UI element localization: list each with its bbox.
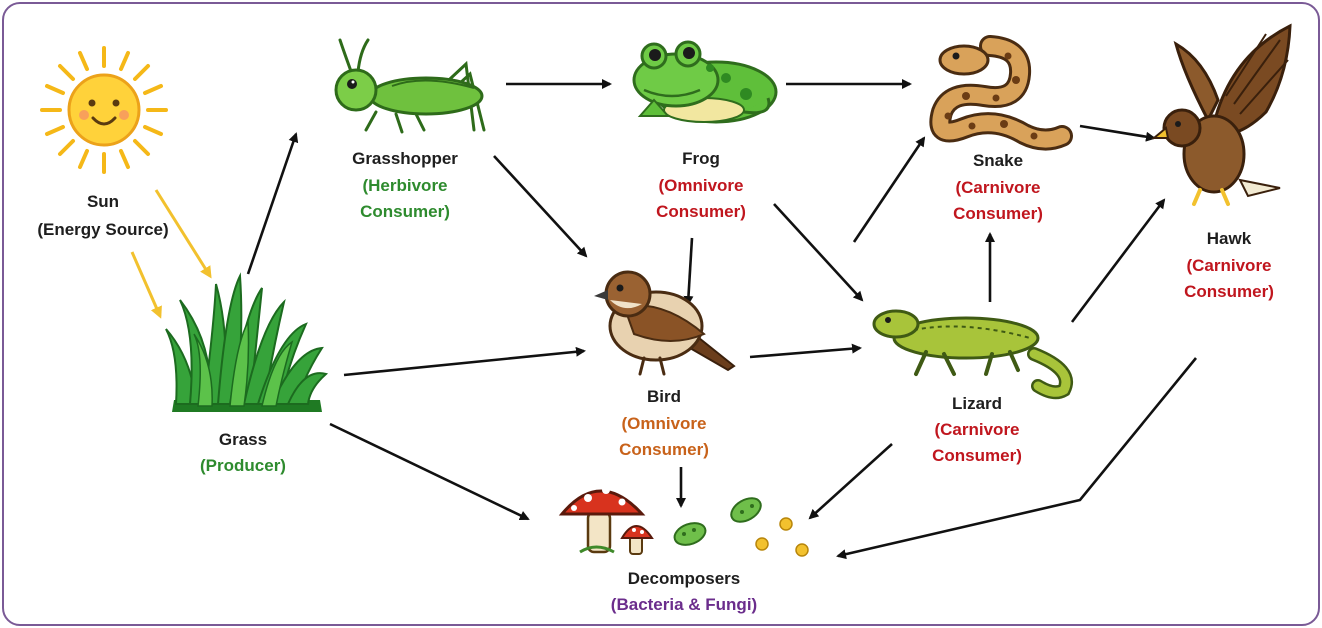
label-snake: Snake (Carnivore Consumer) [953,151,1043,223]
food-web-diagram: Sun (Energy Source) Grass (Producer) Gra… [4,4,1318,624]
label-sun: Sun (Energy Source) [37,192,168,239]
arrow-grass-to-bird [344,351,584,375]
arrow-grasshopper-to-bird [494,156,586,256]
bird-name: Bird [647,387,681,406]
label-decomposers: Decomposers (Bacteria & Fungi) [611,569,757,614]
sun-icon [42,48,166,172]
frog-icon [634,42,776,122]
arrow-bird-to-lizard [750,348,860,357]
frog-name: Frog [682,149,720,168]
snake-role-1: (Carnivore [955,178,1040,197]
arrow-lizard-to-hawk [1072,200,1164,322]
sun-name: Sun [87,192,119,211]
label-grass: Grass (Producer) [200,430,286,475]
decomposers-name: Decomposers [628,569,740,588]
frog-role-2: Consumer) [656,202,746,221]
arrow-sun-to-grass-2 [132,252,160,316]
arrow-frog-to-bird [688,238,692,304]
grasshopper-name: Grasshopper [352,149,458,168]
hawk-name: Hawk [1207,229,1252,248]
grasshopper-role-1: (Herbivore [362,176,447,195]
label-frog: Frog (Omnivore Consumer) [656,149,746,221]
sun-role: (Energy Source) [37,220,168,239]
bird-role-1: (Omnivore [621,414,706,433]
arrow-grass-to-decomposers [330,424,528,519]
arrow-snake-to-hawk [1080,126,1154,138]
bird-role-2: Consumer) [619,440,709,459]
lizard-role-1: (Carnivore [934,420,1019,439]
label-bird: Bird (Omnivore Consumer) [619,387,709,459]
grasshopper-icon [336,40,484,132]
snake-name: Snake [973,151,1023,170]
grass-icon [166,276,326,412]
label-hawk: Hawk (Carnivore Consumer) [1184,229,1274,301]
arrow-grass-to-grasshopper [248,134,296,274]
snake-icon [940,46,1062,140]
arrow-snake-lower-to-snake [854,138,924,242]
hawk-role-2: Consumer) [1184,282,1274,301]
hawk-icon [1154,26,1290,204]
decomposers-icon [562,486,808,556]
label-grasshopper: Grasshopper (Herbivore Consumer) [352,149,458,221]
label-lizard: Lizard (Carnivore Consumer) [932,394,1022,465]
hawk-role-1: (Carnivore [1186,256,1271,275]
grass-role: (Producer) [200,456,286,475]
arrow-lizard-to-decomposers [810,444,892,518]
lizard-icon [874,311,1066,392]
lizard-role-2: Consumer) [932,446,1022,465]
arrow-frog-to-lizard [774,204,862,300]
grasshopper-role-2: Consumer) [360,202,450,221]
snake-role-2: Consumer) [953,204,1043,223]
decomposers-role: (Bacteria & Fungi) [611,595,757,614]
bird-icon [594,272,734,374]
grass-name: Grass [219,430,267,449]
frog-role-1: (Omnivore [658,176,743,195]
lizard-name: Lizard [952,394,1002,413]
